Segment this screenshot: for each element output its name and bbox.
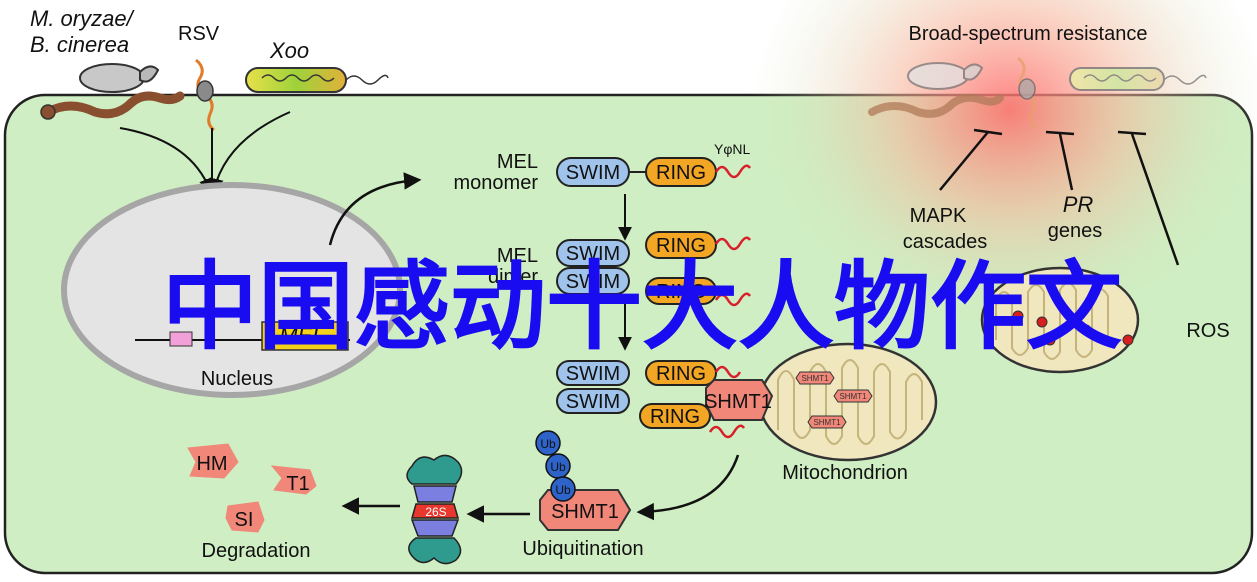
- fragment-label-a: HM: [196, 453, 227, 475]
- fragment-label-c: SI: [235, 509, 254, 531]
- fragment-label-b: T1: [286, 473, 309, 495]
- mel-dimer-label-line2: dimer: [488, 266, 538, 288]
- mitochondrion: SHMT1 SHMT1 SHMT1: [758, 342, 938, 462]
- mel-monomer: SWIM RING: [556, 157, 752, 187]
- ubiquitination-arrow: [636, 454, 740, 521]
- mitochondrion-label: Mitochondrion: [782, 462, 908, 484]
- ring-domain-label: RING: [656, 162, 706, 184]
- faded-bacteria-icon: [1069, 67, 1207, 91]
- swim-domain-label: SWIM: [566, 363, 620, 385]
- virus-label: RSV: [178, 23, 220, 45]
- swim-domain-label: SWIM: [566, 391, 620, 413]
- mapk-label-line2: cascades: [903, 231, 988, 253]
- ubiquitin-label: Ub: [555, 483, 571, 497]
- ubiquitin-label: Ub: [540, 437, 556, 451]
- faded-fungus-icon: [868, 62, 1004, 118]
- mapk-label-line1: MAPK: [910, 205, 967, 227]
- ros-mitochondrion: [980, 266, 1140, 374]
- mel-monomer-label-line1: MEL: [497, 151, 538, 173]
- mel-gene-box: [261, 321, 349, 351]
- ring-domain-label: RING: [656, 281, 706, 303]
- swim-domain-label: SWIM: [566, 243, 620, 265]
- promoter-box: [169, 331, 193, 347]
- ring-domain-label: RING: [656, 235, 706, 257]
- fungi-label-line2: B. cinerea: [30, 32, 129, 57]
- ros-label: ROS: [1186, 320, 1229, 342]
- shmt1-ubiq-label: SHMT1: [551, 501, 619, 523]
- nucleus-label: Nucleus: [201, 368, 273, 390]
- mito-shmt1-label: SHMT1: [813, 418, 841, 427]
- degradation-label: Degradation: [202, 540, 311, 562]
- virus-icon: [195, 58, 215, 132]
- ubiquitin-label: Ub: [550, 460, 566, 474]
- resistance-title: Broad-spectrum resistance: [909, 23, 1148, 45]
- shmt1-label: SHMT1: [704, 391, 772, 413]
- proteasome-26s: 26S: [406, 454, 463, 565]
- motif-label: YφNL: [714, 141, 751, 157]
- pr-label-line2: genes: [1048, 220, 1103, 242]
- faded-virus-icon: [1017, 56, 1037, 130]
- fungi-label-line1: M. oryzae/: [30, 6, 135, 31]
- degraded-fragments: HM T1 SI: [187, 443, 317, 533]
- swim-domain-label: SWIM: [566, 162, 620, 184]
- pr-label-line1: PR: [1063, 192, 1094, 217]
- swim-domain-label: SWIM: [566, 271, 620, 293]
- watermark-text: 中国感动十大人物作文: [162, 251, 1122, 363]
- mito-shmt1-label: SHMT1: [801, 374, 829, 383]
- shmt1-protein: SHMT1: [704, 379, 774, 421]
- ubiquitination-label: Ubiquitination: [522, 538, 643, 560]
- bacteria-icon: [245, 67, 389, 93]
- nucleus-export-arrow: [328, 172, 422, 246]
- fungus-icon: [40, 63, 185, 120]
- ring-domain-label: RING: [656, 363, 706, 385]
- bacteria-label: Xoo: [269, 38, 309, 63]
- mel-dimer: SWIM RING SWIM RING: [556, 231, 752, 307]
- mel-monomer-label-line2: monomer: [454, 172, 539, 194]
- mito-shmt1-label: SHMT1: [839, 392, 867, 401]
- inhibition-lines: [939, 128, 1180, 266]
- ubiquitin-chain: Ub Ub Ub: [535, 430, 576, 502]
- mel-dimer-label-line1: MEL: [497, 245, 538, 267]
- ring-domain-label: RING: [650, 406, 700, 428]
- mel-gene-label: MEL: [279, 323, 324, 348]
- mel-dimer-bound: SWIM RING SWIM RING: [556, 360, 746, 439]
- proteasome-label: 26S: [425, 505, 446, 519]
